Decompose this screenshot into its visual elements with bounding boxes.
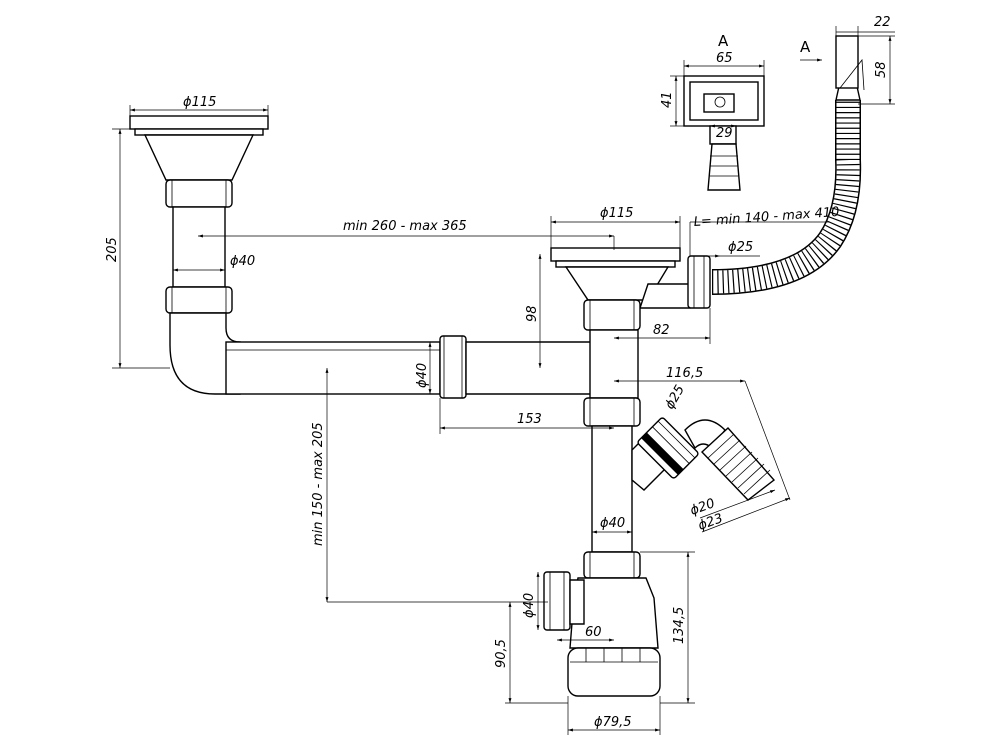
dim-205: 205 [105,237,120,262]
dim-d40-outlet: ϕ40 [522,593,537,618]
dim-98: 98 [525,305,540,322]
dim-65: 65 [716,51,733,66]
bottle-trap [543,551,661,697]
dim-116-5: 116,5 [666,366,703,381]
dim-150-205: min 150 - max 205 [311,422,326,546]
dimension-lines [112,26,895,735]
dim-134-5: 134,5 [672,607,687,644]
dim-153: 153 [517,412,542,427]
dim-d40-left: ϕ40 [230,254,255,269]
side-connector [637,417,776,501]
left-strainer [129,115,269,395]
view-a-label: A [718,32,729,50]
dim-41: 41 [660,91,675,108]
dim-d115-right: ϕ115 [600,206,633,221]
dim-hose-length: L= min 140 - max 410 [693,205,840,230]
dim-d115-left: ϕ115 [183,95,216,110]
dim-29: 29 [716,126,733,141]
overflow-hose [711,35,865,295]
dim-d25-side: ϕ25 [662,383,688,412]
view-a-arrow-label: A [800,38,811,56]
dim-60: 60 [585,625,602,640]
dim-22: 22 [874,15,891,30]
dim-260-365: min 260 - max 365 [343,219,467,234]
dim-d40-mid: ϕ40 [415,363,430,388]
dim-90-5: 90,5 [494,639,509,668]
dim-d40-lower: ϕ40 [600,516,625,531]
dim-d25-top: ϕ25 [728,240,753,255]
dim-d79-5: ϕ79,5 [594,715,632,730]
view-a-overflow [683,75,765,191]
right-strainer [550,247,711,331]
dim-82: 82 [653,323,670,338]
dim-58: 58 [874,61,889,78]
